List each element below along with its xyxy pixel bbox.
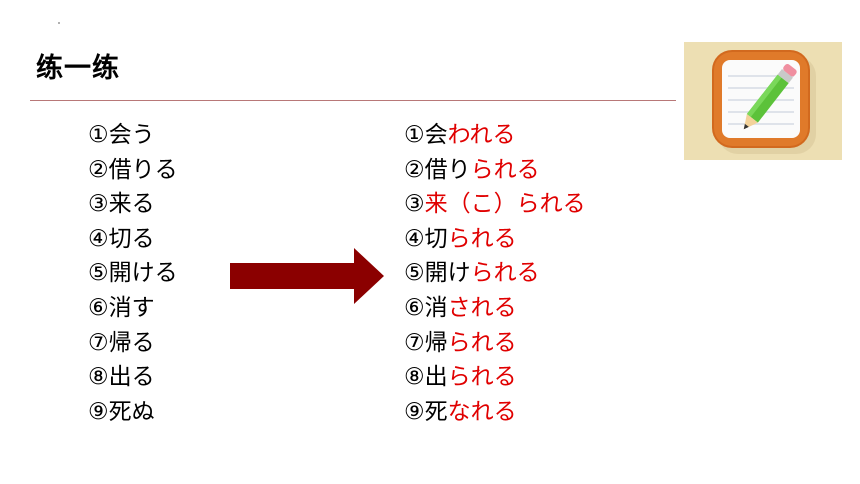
- item-number: ②: [404, 156, 425, 183]
- item-suffix: られる: [470, 260, 540, 287]
- item-suffix: られる: [447, 225, 517, 252]
- item-suffix: なれる: [447, 398, 517, 425]
- item-stem: 会: [424, 122, 448, 148]
- item-stem: 切: [424, 225, 448, 252]
- list-item: ⑤開ける: [88, 256, 178, 291]
- list-item: ⑧出られる: [404, 360, 586, 395]
- list-item: ④切られる: [404, 222, 586, 257]
- pencil-icon: [743, 63, 797, 130]
- list-item: ②借りられる: [404, 153, 586, 188]
- item-number: ③: [88, 191, 109, 218]
- item-number: ⑦: [404, 329, 425, 356]
- item-text: 来る: [108, 191, 155, 218]
- item-text: 会う: [108, 122, 155, 148]
- list-item: ⑤開けられる: [404, 256, 586, 291]
- item-suffix: られる: [470, 156, 540, 183]
- decorative-dot: [58, 22, 60, 24]
- page-title: 练一练: [36, 53, 120, 84]
- item-text: 消す: [108, 294, 155, 321]
- item-text: 借りる: [108, 156, 178, 183]
- list-item: ①会われる: [404, 118, 586, 153]
- list-item: ⑥消される: [404, 291, 586, 326]
- item-number: ⑤: [88, 260, 109, 287]
- list-item: ①会う: [88, 118, 178, 153]
- item-suffix: られる: [447, 329, 517, 356]
- item-suffix: 来（こ）られる: [424, 191, 586, 218]
- item-text: 開ける: [108, 260, 178, 287]
- item-number: ①: [404, 122, 425, 148]
- item-number: ②: [88, 156, 109, 183]
- item-number: ⑨: [404, 398, 425, 425]
- item-stem: 出: [424, 364, 448, 391]
- list-item: ③来る: [88, 187, 178, 222]
- item-number: ⑦: [88, 329, 109, 356]
- item-number: ⑨: [88, 398, 109, 425]
- item-text: 切る: [108, 225, 155, 252]
- item-stem: 借り: [424, 156, 471, 183]
- item-number: ⑧: [404, 364, 425, 391]
- list-item: ⑦帰る: [88, 326, 178, 361]
- item-stem: 開け: [424, 260, 471, 287]
- passive-form-list: ①会われる ②借りられる ③来（こ）られる ④切られる ⑤開けられる ⑥消される…: [404, 118, 586, 429]
- item-suffix: われる: [447, 122, 516, 148]
- item-text: 死ぬ: [108, 398, 155, 425]
- list-item: ⑧出る: [88, 360, 178, 395]
- notepad-pencil-icon: [712, 50, 816, 154]
- list-item: ④切る: [88, 222, 178, 257]
- item-number: ④: [404, 225, 425, 252]
- item-number: ③: [404, 191, 425, 218]
- item-suffix: られる: [447, 364, 517, 391]
- list-item: ⑨死ぬ: [88, 395, 178, 430]
- item-suffix: される: [447, 294, 517, 321]
- item-number: ⑤: [404, 260, 425, 287]
- item-text: 出る: [108, 364, 155, 391]
- item-number: ④: [88, 225, 109, 252]
- item-stem: 消: [424, 294, 448, 321]
- item-number: ⑥: [404, 294, 425, 321]
- list-item: ②借りる: [88, 153, 178, 188]
- list-item: ⑦帰られる: [404, 326, 586, 361]
- notepad-icon-tile: [684, 42, 842, 160]
- list-item: ③来（こ）られる: [404, 187, 586, 222]
- base-form-list: ①会う ②借りる ③来る ④切る ⑤開ける ⑥消す ⑦帰る ⑧出る ⑨死ぬ: [88, 118, 178, 429]
- title-divider: [30, 100, 676, 101]
- right-arrow-icon: [230, 248, 384, 304]
- item-number: ⑧: [88, 364, 109, 391]
- item-stem: 帰: [424, 329, 448, 356]
- item-stem: 死: [424, 398, 448, 425]
- arrow-shape: [230, 248, 384, 304]
- list-item: ⑨死なれる: [404, 395, 586, 430]
- item-number: ①: [88, 122, 109, 148]
- item-text: 帰る: [108, 329, 155, 356]
- list-item: ⑥消す: [88, 291, 178, 326]
- item-number: ⑥: [88, 294, 109, 321]
